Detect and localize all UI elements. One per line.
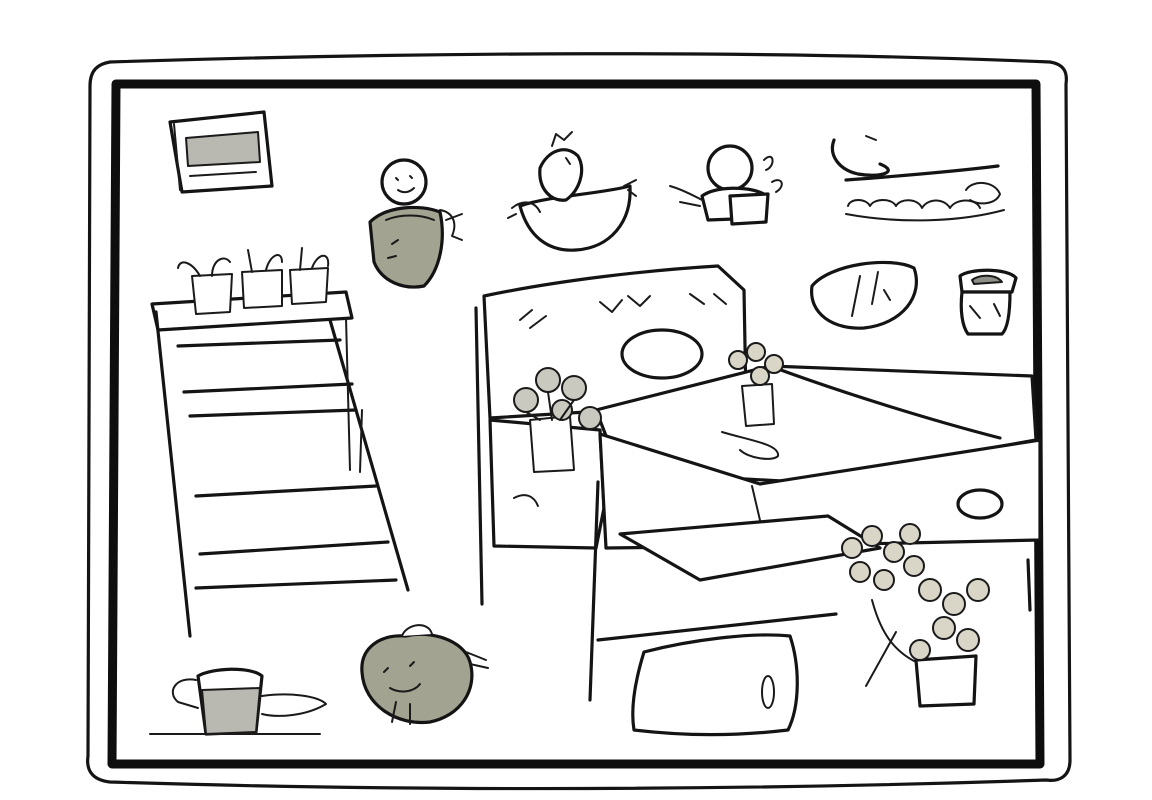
cloud-shelf [830,135,1005,222]
hanging-bird-basket [507,131,637,252]
shelf-with-pots [150,247,410,638]
teapot-and-cup [669,144,783,226]
bucket [149,667,327,736]
picture-frame [86,52,1072,791]
ghost-figure [368,158,463,289]
flower-vase-on-bed [721,342,784,460]
wall-mirror [810,260,918,330]
potted-plant [513,367,602,473]
jar [958,268,1018,336]
floor-block [631,633,799,737]
flower-pot-right [841,523,990,708]
shrub-creature [360,624,489,725]
wall-clock [168,110,274,194]
